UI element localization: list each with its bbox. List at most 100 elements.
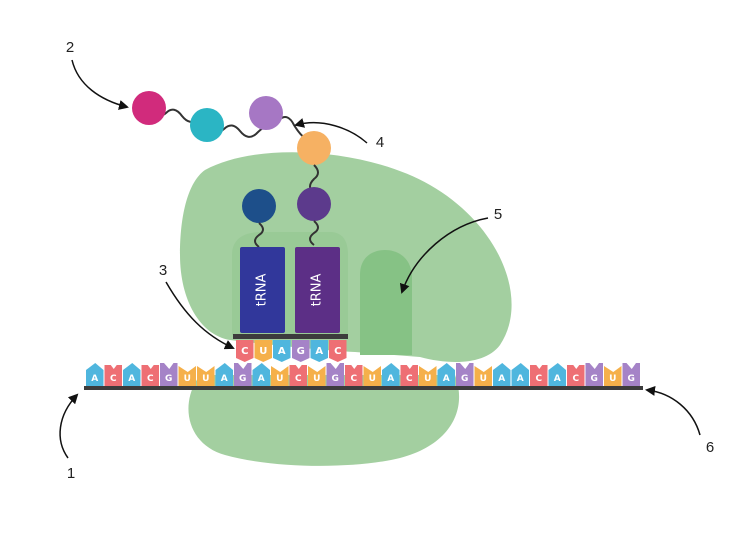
mrna-nucleotide: [604, 366, 622, 386]
mrna-nucleotide: [548, 363, 566, 386]
anticodon-letter: A: [278, 346, 286, 357]
mrna-nucleotide: [345, 365, 363, 386]
curved-arrow-icon: [294, 118, 368, 144]
label-4: 4: [376, 134, 384, 151]
mrna-base-letter: U: [480, 374, 487, 384]
curved-arrow-icon: [165, 281, 235, 350]
mrna-nucleotide: [271, 366, 289, 386]
mrna-base-letter: U: [184, 374, 191, 384]
anticodon-letter: C: [334, 346, 341, 357]
mrna-base-letter: C: [295, 374, 302, 384]
mrna-nucleotide: [511, 363, 529, 386]
mrna-base-letter: A: [443, 374, 450, 384]
mrna-base-letter: U: [609, 374, 616, 384]
anticodon-nucleotide: [292, 340, 310, 362]
curved-arrow-icon: [645, 385, 701, 436]
ribosome-small-subunit: [188, 375, 460, 466]
amino-acid-bead: [190, 108, 224, 142]
mrna-base-letter: G: [628, 374, 635, 384]
mrna-nucleotide: [382, 363, 400, 386]
mrna-base-letter: A: [554, 374, 561, 384]
peptide-chain: [132, 91, 331, 194]
mrna-nucleotide: [567, 365, 585, 386]
mrna-nucleotide: [141, 365, 159, 386]
trna-label: tRNA: [255, 274, 270, 307]
anticodon-bar: [233, 334, 348, 339]
annotation-arrows: [59, 59, 701, 459]
mrna-nucleotide: [622, 363, 640, 386]
trna-linker: [254, 222, 264, 248]
mrna-base-letter: G: [239, 374, 246, 384]
mrna-nucleotide: [104, 365, 122, 386]
mrna-base-letter: A: [128, 374, 135, 384]
number-labels: 1 2 3 4 5 6: [66, 39, 714, 482]
mrna-nucleotide: [585, 363, 603, 386]
anticodon-nucleotide: [254, 340, 272, 362]
trna-body: [240, 247, 285, 333]
mrna-nucleotide: [474, 366, 492, 386]
mrna-nucleotide: [437, 363, 455, 386]
mrna-base-letter: A: [498, 374, 505, 384]
mrna-backbone: [84, 386, 643, 390]
mrna-nucleotide: [215, 363, 233, 386]
mrna-base-letter: G: [332, 374, 339, 384]
mrna-base-letter: U: [313, 374, 320, 384]
mrna-nucleotide: [252, 363, 270, 386]
mrna-nucleotide: [400, 365, 418, 386]
trna-label: tRNA: [310, 274, 325, 307]
mrna-base-letter: G: [461, 374, 468, 384]
mrna-nucleotide: [363, 366, 381, 386]
anticodon-nucleotide: [273, 340, 291, 362]
mrna-nucleotide: [197, 366, 215, 386]
curved-arrow-icon: [71, 59, 129, 110]
mrna-nucleotide: [160, 363, 178, 386]
mrna-nucleotide: [419, 366, 437, 386]
label-3: 3: [159, 262, 167, 279]
anticodon-letter: A: [315, 346, 323, 357]
anticodon-nucleotide: [310, 340, 328, 362]
mrna-nucleotide: [493, 363, 511, 386]
mrna-base-letter: C: [350, 374, 357, 384]
amino-acid-bead: [249, 96, 283, 130]
trna-body: [295, 247, 340, 333]
mrna-base-letter: U: [202, 374, 209, 384]
amino-acid-bead: [297, 131, 331, 165]
trna-amino-acid: [242, 189, 276, 223]
anticodon-letter: U: [259, 346, 267, 357]
mrna-nucleotide: [234, 363, 252, 386]
trna-linker: [309, 220, 319, 246]
label-1: 1: [67, 465, 75, 482]
ribosome-exit-site: [360, 250, 412, 355]
label-6: 6: [706, 439, 714, 456]
mrna-base-letter: G: [165, 374, 172, 384]
mrna-base-letter: C: [535, 374, 542, 384]
mrna-base-letter: C: [110, 374, 117, 384]
mrna-nucleotide: [308, 366, 326, 386]
label-2: 2: [66, 39, 74, 56]
mrna-base-letter: U: [369, 374, 376, 384]
mrna-base-letter: A: [258, 374, 265, 384]
mrna-base-letter: C: [406, 374, 413, 384]
mrna-base-letter: G: [591, 374, 598, 384]
trna-second: tRNA: [295, 187, 340, 333]
mrna-base-letter: A: [91, 374, 98, 384]
mrna-base-letter: A: [387, 374, 394, 384]
mrna-nucleotide: [530, 365, 548, 386]
mrna-base-letter: C: [572, 374, 579, 384]
mrna-base-letter: C: [147, 374, 154, 384]
mrna-base-letter: A: [517, 374, 524, 384]
mrna-nucleotide: [289, 365, 307, 386]
anticodon-letter: C: [241, 346, 248, 357]
ribosome: [180, 152, 512, 466]
mrna-nucleotide: [456, 363, 474, 386]
anticodon-letter: G: [297, 346, 305, 357]
curved-arrow-icon: [59, 393, 79, 459]
mrna-base-letter: A: [221, 374, 228, 384]
mrna-nucleotide: [326, 363, 344, 386]
mrna-nucleotide: [178, 366, 196, 386]
mrna-nucleotide: [86, 363, 104, 386]
trna-first: tRNA: [240, 189, 285, 333]
